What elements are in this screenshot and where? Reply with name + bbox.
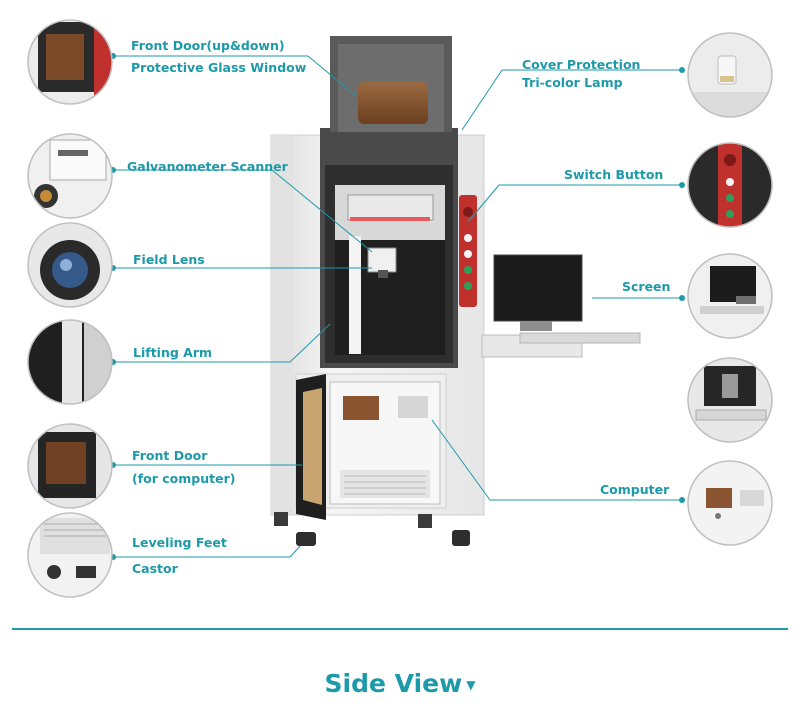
label-cover-protection-1: Cover Protection [522, 57, 641, 72]
footer-title-text: Side View [324, 669, 463, 698]
detail-front-door-bottom [27, 423, 113, 509]
detail-screen [687, 253, 773, 339]
down-triangle-icon: ▼ [466, 678, 476, 692]
galvanometer-head [367, 247, 397, 273]
laser-machine [270, 36, 641, 546]
detail-lifting-arm [27, 319, 113, 405]
label-screen: Screen [622, 279, 671, 294]
label-front-door-bottom-2: (for computer) [132, 471, 236, 486]
label-lifting-arm: Lifting Arm [133, 345, 213, 360]
keyboard-tray [519, 332, 641, 344]
detail-switch-button [687, 142, 773, 228]
label-castor: Castor [132, 561, 178, 576]
detail-galvanometer [27, 133, 113, 219]
label-front-door-top-1: Front Door(up&down) [131, 38, 285, 53]
detail-leveling-feet [27, 512, 113, 598]
leveling-foot-right [452, 530, 470, 546]
label-computer: Computer [600, 482, 670, 497]
detail-front-door-top [27, 19, 113, 105]
monitor [493, 254, 583, 322]
label-galvanometer: Galvanometer Scanner [127, 159, 288, 174]
label-switch-button: Switch Button [564, 167, 664, 182]
label-field-lens: Field Lens [133, 252, 205, 267]
top-door-glass [358, 82, 428, 124]
label-leveling-feet: Leveling Feet [132, 535, 227, 550]
detail-tricolor-lamp [687, 32, 773, 118]
detail-monitor-mount [687, 357, 773, 443]
detail-computer [687, 460, 773, 546]
detail-field-lens [27, 222, 113, 308]
footer-title: Side View▼ [0, 667, 800, 702]
leveling-foot-left [296, 532, 316, 546]
divider-line [12, 628, 788, 630]
leader-lines [113, 55, 682, 558]
lifting-column [349, 236, 361, 354]
label-front-door-top-2: Protective Glass Window [131, 60, 307, 75]
label-cover-protection-2: Tri-color Lamp [522, 75, 623, 90]
label-front-door-bottom-1: Front Door [132, 448, 208, 463]
